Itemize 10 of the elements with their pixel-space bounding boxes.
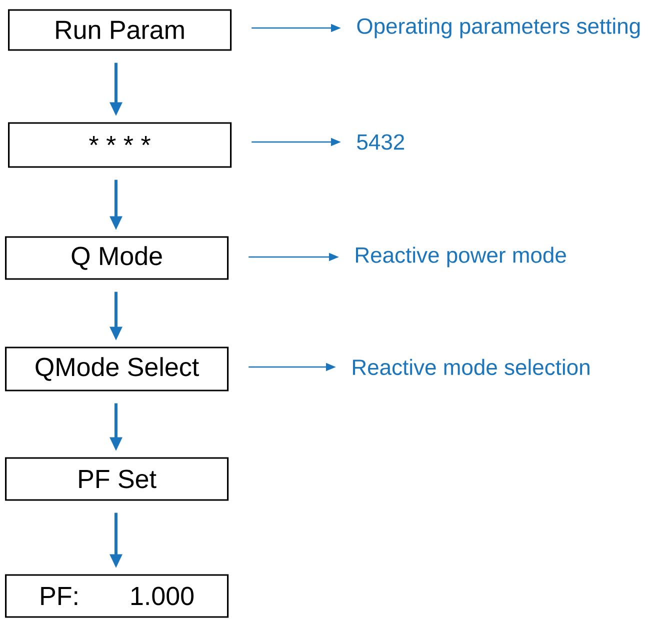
menu-box: Q Mode: [5, 236, 229, 280]
menu-box: PF: 1.000: [5, 574, 229, 618]
menu-box: * * * *: [8, 122, 232, 168]
menu-box: Run Param: [8, 9, 232, 51]
menu-box: PF Set: [5, 457, 229, 501]
description-text: 5432: [357, 134, 404, 150]
menu-box: QMode Select: [5, 346, 229, 392]
description-text: Operating parameters setting: [357, 18, 640, 38]
description-text: Reactive mode selection: [353, 358, 590, 376]
description-text: Reactive power mode: [356, 246, 566, 268]
